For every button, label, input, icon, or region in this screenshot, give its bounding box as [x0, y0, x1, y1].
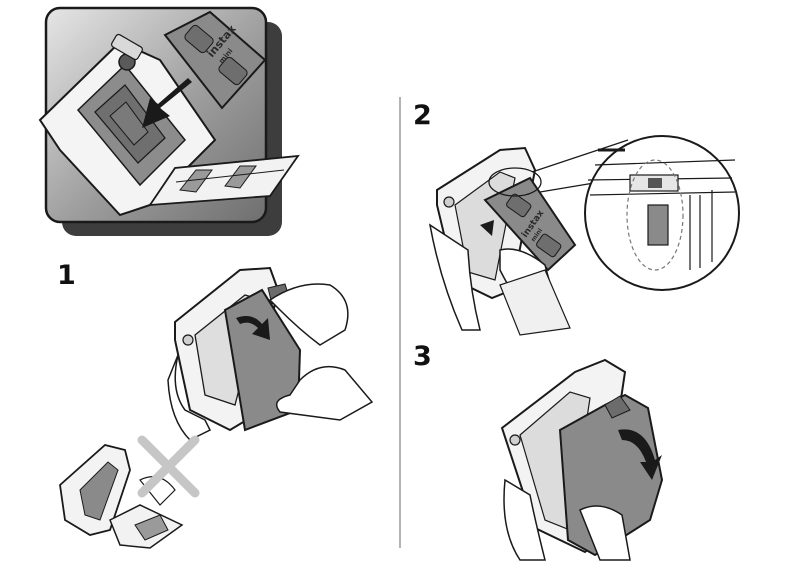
arrow-icon: [236, 316, 270, 340]
left-hand: [503, 478, 546, 561]
step-3-illustration: [500, 358, 664, 561]
film-pack-icon: instax mini: [163, 10, 267, 110]
back-door: [148, 154, 300, 207]
magnifier-icon: [584, 135, 740, 291]
arrow-icon: [618, 429, 662, 480]
left-hand: [428, 223, 481, 331]
step-number-1: 1: [57, 260, 76, 291]
right-hand: [268, 283, 349, 346]
x-mark-icon: [137, 435, 200, 498]
step-2-illustration: instax mini: [428, 135, 740, 336]
overview-panel: instax mini: [38, 6, 300, 236]
step-1-illustration: [59, 266, 374, 549]
step-number-2: 2: [413, 100, 432, 131]
step-number-3: 3: [413, 341, 432, 372]
camera-icon: [38, 33, 217, 217]
arrow-icon: [142, 78, 192, 128]
arrow-icon: [480, 220, 494, 236]
right-hand: [579, 505, 631, 561]
film-pack-icon: [223, 288, 302, 432]
left-hand: [167, 354, 212, 441]
